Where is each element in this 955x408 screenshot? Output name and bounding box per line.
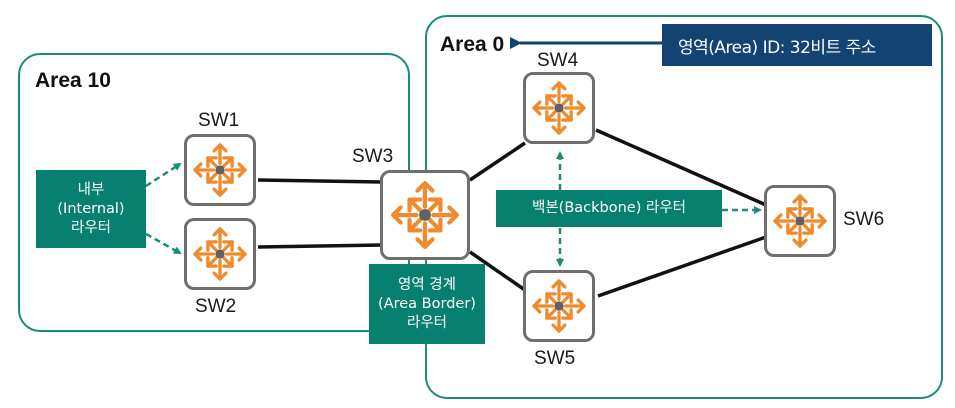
router-arrow — [427, 217, 443, 233]
router-arrow — [561, 292, 573, 304]
router-arrow — [193, 246, 216, 262]
internal-callout-line3: 라우터 — [70, 219, 112, 236]
router-arrow — [427, 197, 443, 213]
internal-arrow-sw2 — [145, 232, 182, 255]
router-arrow — [222, 172, 234, 184]
router-hub — [215, 165, 225, 175]
router-hub — [795, 216, 805, 226]
router-arrow — [532, 100, 555, 116]
router-arrow — [212, 227, 228, 250]
router-arrow — [802, 207, 814, 219]
router-icon — [390, 180, 460, 250]
router-hub — [554, 103, 564, 113]
router-icon — [532, 279, 586, 333]
router-arrow — [532, 298, 555, 314]
router-arrow — [212, 258, 228, 281]
router-arrow — [222, 240, 234, 252]
router-arrow — [206, 240, 218, 252]
router-arrow — [212, 174, 228, 197]
router-arrow — [786, 207, 798, 219]
label-sw4: SW4 — [537, 50, 579, 71]
router-hub — [554, 301, 564, 311]
router-arrow — [551, 310, 567, 333]
label-sw3: SW3 — [352, 146, 394, 167]
router-icon — [193, 143, 247, 197]
router-arrow — [545, 308, 557, 320]
router-arrow — [792, 194, 808, 217]
router-icon — [773, 194, 827, 248]
router-arrow — [206, 256, 218, 268]
internal-callout-line2: (Internal) — [57, 200, 125, 217]
router-arrow — [545, 292, 557, 304]
router-sw5[interactable] — [523, 270, 595, 342]
router-sw6[interactable] — [764, 185, 836, 257]
router-arrow — [561, 94, 573, 106]
router-arrow — [206, 172, 218, 184]
router-arrow — [545, 94, 557, 106]
router-arrow — [792, 225, 808, 248]
router-arrow — [773, 213, 796, 229]
router-arrow — [545, 110, 557, 122]
abr-callout-line3: 라우터 — [406, 314, 448, 331]
abr-callout-line2: (Area Border) — [378, 295, 476, 312]
internal-arrow-sw1 — [145, 162, 182, 188]
area-0-title: Area 0 — [440, 33, 505, 56]
router-icon — [193, 227, 247, 281]
link-sw1-sw3 — [257, 178, 383, 184]
area-border-router-callout: 영역 경계 (Area Border) 라우터 — [369, 264, 485, 344]
router-sw3[interactable] — [380, 170, 470, 260]
backbone-callout-text: 백본(Backbone) 라우터 — [531, 200, 686, 216]
router-hub — [215, 249, 225, 259]
link-sw2-sw3 — [257, 243, 383, 249]
internal-callout-line1: 내부 — [77, 181, 105, 198]
backbone-router-callout: 백본(Backbone) 라우터 — [496, 190, 722, 227]
link-sw4-sw6 — [595, 128, 767, 207]
router-arrow — [224, 162, 247, 178]
label-sw6: SW6 — [843, 209, 885, 230]
router-arrow — [212, 143, 228, 166]
router-icon — [532, 81, 586, 135]
link-sw3-sw4 — [469, 141, 526, 182]
router-arrow — [206, 156, 218, 168]
router-sw4[interactable] — [523, 72, 595, 144]
router-arrow — [802, 223, 814, 235]
abr-callout-line1: 영역 경계 — [398, 276, 456, 293]
router-sw1[interactable] — [184, 134, 256, 206]
router-arrow — [431, 205, 460, 225]
internal-router-callout: 내부 (Internal) 라우터 — [36, 170, 146, 248]
router-arrow — [786, 223, 798, 235]
label-sw1: SW1 — [198, 110, 240, 131]
label-sw2: SW2 — [195, 296, 237, 317]
router-arrow — [563, 298, 586, 314]
router-arrow — [415, 221, 435, 250]
router-arrow — [224, 246, 247, 262]
link-sw3-sw5 — [469, 250, 526, 292]
router-arrow — [561, 308, 573, 320]
link-sw5-sw6 — [597, 235, 767, 298]
router-arrow — [563, 100, 586, 116]
area-id-note-text: 영역(Area) ID: 32비트 주소 — [678, 37, 876, 58]
area-id-note: 영역(Area) ID: 32비트 주소 — [662, 24, 932, 66]
router-hub — [419, 209, 431, 221]
router-arrow — [551, 81, 567, 104]
router-arrow — [407, 197, 423, 213]
router-arrow — [561, 110, 573, 122]
router-sw2[interactable] — [184, 218, 256, 290]
label-sw5: SW5 — [534, 348, 576, 369]
router-arrow — [390, 205, 419, 225]
router-arrow — [407, 217, 423, 233]
router-arrow — [415, 180, 435, 209]
router-arrow — [193, 162, 216, 178]
router-arrow — [222, 156, 234, 168]
router-arrow — [222, 256, 234, 268]
router-arrow — [804, 213, 827, 229]
area-10-title: Area 10 — [35, 69, 111, 92]
router-arrow — [551, 112, 567, 135]
router-arrow — [551, 279, 567, 302]
